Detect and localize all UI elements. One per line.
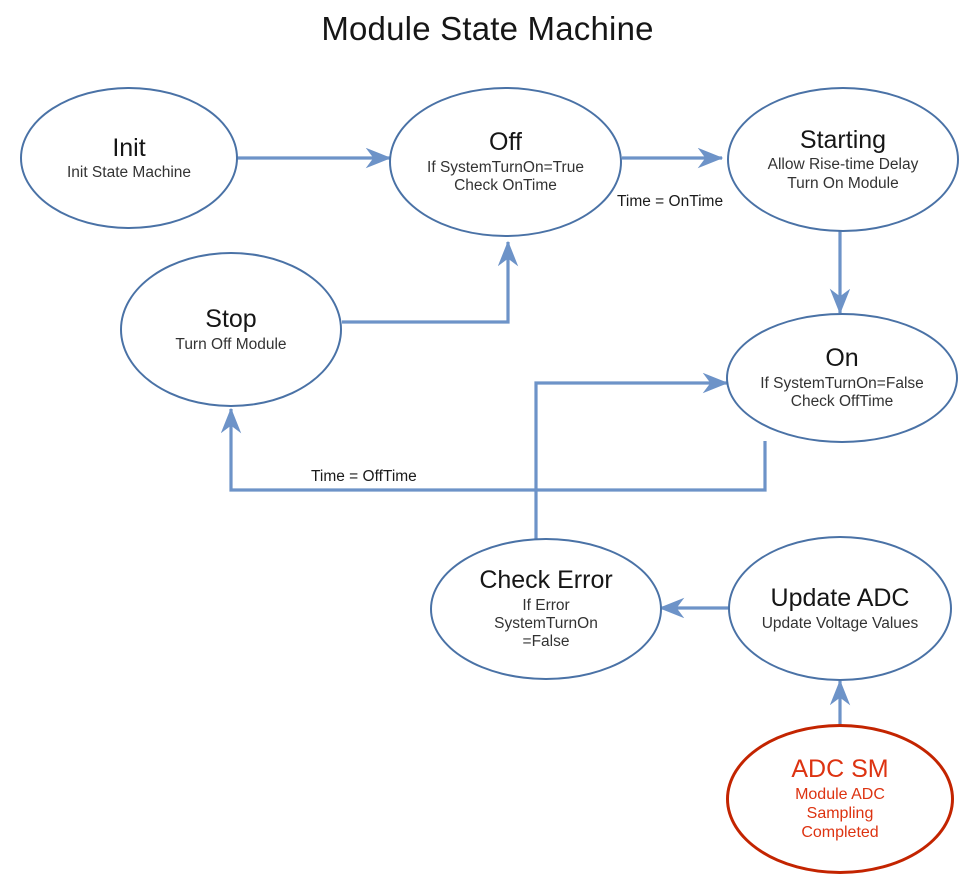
state-title-adc-sm: ADC SM: [791, 755, 889, 784]
state-detail-on-1: Check OffTime: [790, 393, 894, 411]
state-detail-off-0: If SystemTurnOn=True: [427, 158, 584, 176]
state-title-check-error: Check Error: [479, 566, 613, 595]
state-detail-check-error-2: =False: [522, 633, 570, 651]
edge-label-off-time: Time = OffTime: [311, 468, 417, 485]
state-detail-adc-sm-2: Completed: [801, 823, 879, 841]
state-node-stop[interactable]: Stop Turn Off Module: [120, 252, 342, 407]
edge-check-error-to-on: [534, 372, 729, 545]
state-title-starting: Starting: [799, 125, 887, 154]
state-node-update-adc[interactable]: Update ADC Update Voltage Values: [728, 536, 952, 681]
edge-stop-to-off: [342, 240, 519, 324]
state-title-on: On: [825, 344, 859, 373]
state-node-starting[interactable]: Starting Allow Rise-time Delay Turn On M…: [727, 87, 959, 232]
state-detail-adc-sm-1: Sampling: [806, 804, 874, 822]
state-detail-starting-0: Allow Rise-time Delay: [767, 156, 919, 174]
page-title: Module State Machine: [321, 10, 654, 47]
state-detail-adc-sm-0: Module ADC: [795, 785, 885, 803]
state-detail-starting-1: Turn On Module: [787, 174, 899, 192]
state-detail-stop-0: Turn Off Module: [175, 335, 287, 353]
state-title-off: Off: [489, 128, 522, 157]
state-title-update-adc: Update ADC: [770, 584, 910, 613]
state-title-init: Init: [112, 133, 146, 162]
state-node-adc-sm[interactable]: ADC SM Module ADC Sampling Completed: [726, 724, 954, 874]
state-detail-init-0: Init State Machine: [66, 164, 192, 182]
state-detail-update-adc-0: Update Voltage Values: [761, 614, 919, 632]
state-detail-check-error-1: SystemTurnOn: [494, 615, 598, 633]
state-title-stop: Stop: [205, 305, 257, 334]
state-node-on[interactable]: On If SystemTurnOn=False Check OffTime: [726, 313, 958, 443]
state-detail-check-error-0: If Error: [522, 596, 570, 614]
state-node-init[interactable]: Init Init State Machine: [20, 87, 238, 229]
state-node-check-error[interactable]: Check Error If Error SystemTurnOn =False: [430, 538, 662, 680]
edge-label-on-time: Time = OnTime: [617, 193, 724, 210]
state-detail-off-1: Check OnTime: [454, 177, 557, 195]
state-detail-on-0: If SystemTurnOn=False: [760, 374, 924, 392]
state-node-off[interactable]: Off If SystemTurnOn=True Check OnTime: [389, 87, 622, 237]
